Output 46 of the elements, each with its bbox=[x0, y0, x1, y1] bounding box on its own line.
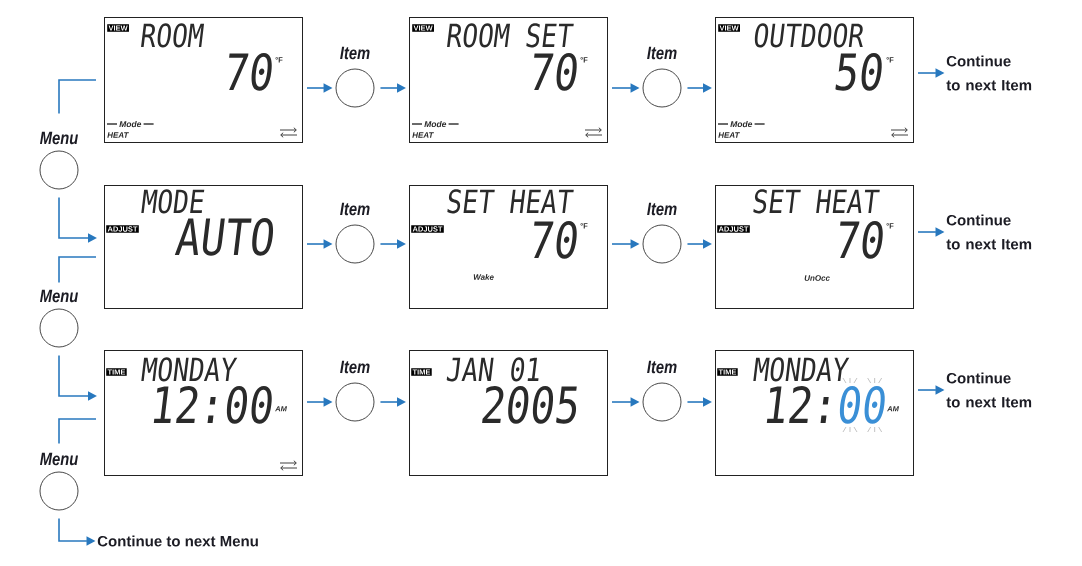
lcd-text: SET HEAT bbox=[447, 189, 574, 214]
button-label: Menu bbox=[40, 452, 78, 466]
arrow bbox=[379, 83, 406, 93]
button-label: Item bbox=[340, 46, 370, 60]
connector-line bbox=[58, 256, 97, 284]
button-label: Menu bbox=[40, 289, 78, 303]
button-label: Item bbox=[647, 46, 677, 60]
mode-indicator: Mode bbox=[717, 120, 766, 128]
button-label: Item bbox=[647, 360, 677, 374]
lcd-readout: 70 bbox=[534, 220, 577, 259]
mode-indicator: Mode bbox=[411, 120, 460, 128]
lcd-text: OUTDOOR bbox=[754, 23, 863, 48]
lcd-readout: 12:00 bbox=[153, 385, 272, 424]
lcd-readout: 70 bbox=[229, 52, 272, 91]
lcd-text: MONDAY bbox=[753, 357, 850, 382]
lcd-readout: 50 bbox=[835, 52, 882, 91]
continue-text: Continue to next Item bbox=[946, 55, 1032, 91]
connector-line bbox=[58, 79, 97, 115]
arrow bbox=[379, 397, 406, 407]
arrow bbox=[379, 239, 406, 249]
button-label: Item bbox=[340, 360, 370, 374]
continue-text: Continue to next Item bbox=[946, 372, 1032, 408]
status-label: HEAT bbox=[718, 132, 740, 138]
continue-text: Continue to next Menu bbox=[97, 535, 258, 547]
connector-line bbox=[58, 418, 97, 445]
lcd-readout: AUTO bbox=[174, 217, 274, 256]
button-label: Item bbox=[340, 202, 370, 216]
status-label: UnOcc bbox=[804, 275, 830, 281]
lcd-text: MONDAY bbox=[141, 357, 238, 382]
lcd-text: ROOM SET bbox=[447, 23, 574, 48]
lcd-text: ROOM bbox=[141, 23, 205, 48]
lcd-text: MODE bbox=[141, 189, 205, 214]
lcd-readout: 12: bbox=[766, 385, 829, 423]
button-label: Item bbox=[647, 202, 677, 216]
lcd-readout: 70 bbox=[534, 52, 577, 91]
blinking-readout: 00 bbox=[839, 385, 885, 424]
lcd-text: SET HEAT bbox=[753, 189, 880, 214]
status-label: HEAT bbox=[412, 132, 434, 138]
lcd-text: JAN 01 bbox=[446, 357, 539, 382]
mode-indicator: Mode bbox=[106, 120, 155, 128]
lcd-readout: 70 bbox=[840, 220, 883, 259]
continue-text: Continue to next Item bbox=[946, 214, 1032, 250]
status-label: Wake bbox=[473, 274, 494, 280]
button-label: Menu bbox=[40, 131, 78, 145]
lcd-readout: 2005 bbox=[482, 385, 577, 424]
status-label: HEAT bbox=[107, 132, 129, 138]
